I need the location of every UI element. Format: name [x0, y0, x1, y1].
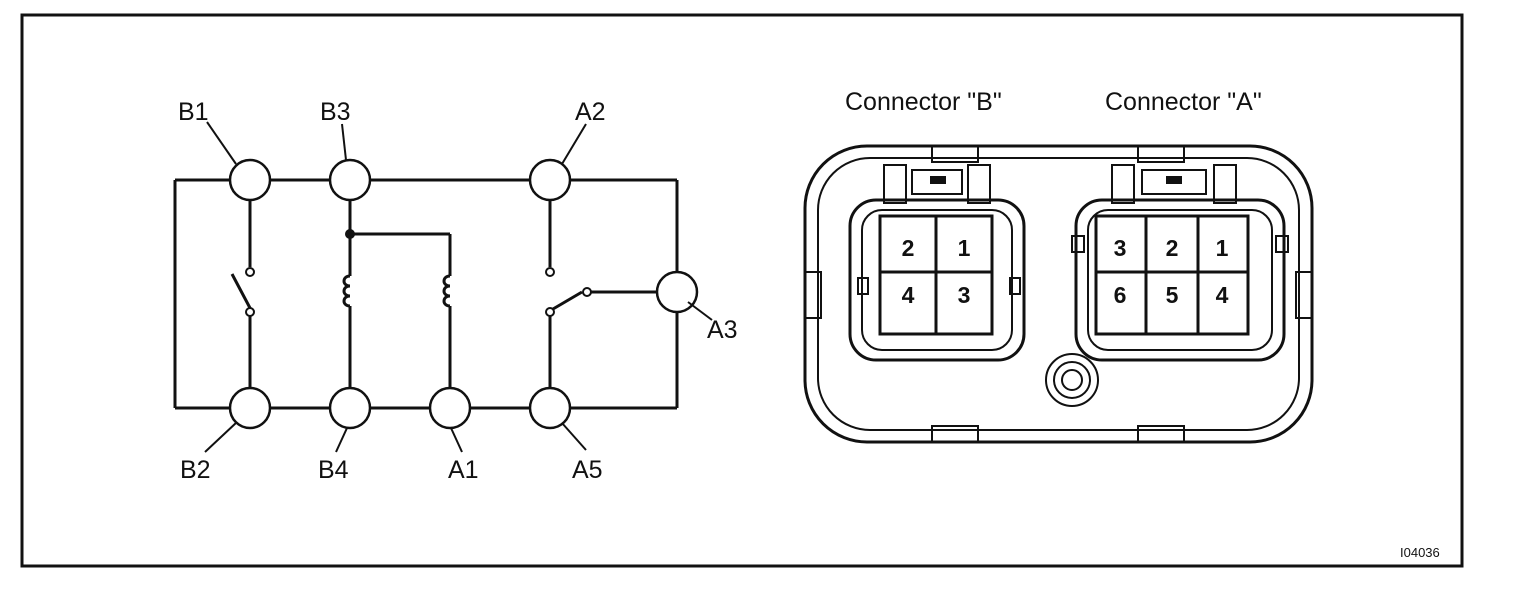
label-b3: B3 [320, 98, 351, 126]
coil-a1 [350, 232, 452, 408]
terminal-b1 [228, 158, 272, 202]
coil-b3-b4 [342, 180, 355, 408]
label-b2: B2 [180, 456, 211, 484]
connector-b-pin: 3 [958, 282, 971, 308]
label-a5: A5 [572, 456, 603, 484]
mounting-boss [1045, 353, 1099, 407]
connector-a: 3 2 1 6 5 4 [1071, 164, 1289, 362]
label-a3: A3 [707, 316, 738, 344]
terminal-a3 [655, 270, 699, 314]
leader-a2 [561, 123, 587, 165]
switch-schematic: B1 B3 A2 A3 B2 B4 A1 A5 [173, 98, 738, 484]
leader-a1 [450, 427, 463, 453]
connector-a-pin: 6 [1114, 282, 1127, 308]
switch-a2-a5-a3 [545, 180, 656, 408]
outer-frame [20, 13, 1464, 568]
terminal-b3 [328, 158, 372, 202]
switch-b1-b2 [230, 180, 255, 408]
connector-housing [803, 144, 1314, 444]
connector-a-pin: 1 [1216, 235, 1229, 261]
leader-b2 [204, 421, 238, 453]
connector-a-pin: 2 [1166, 235, 1179, 261]
leader-b1 [206, 121, 237, 165]
terminal-a5 [528, 386, 572, 430]
leader-b4 [335, 427, 348, 453]
connector-b-title: Connector "B" [845, 88, 1002, 116]
leader-a3 [687, 301, 713, 321]
connector-b-pin: 4 [902, 282, 915, 308]
label-b1: B1 [178, 98, 209, 126]
leader-a5 [561, 422, 587, 451]
connector-a-pin: 5 [1166, 282, 1179, 308]
figure-code: I04036 [1400, 545, 1440, 560]
terminal-a1 [428, 386, 472, 430]
terminal-b4 [328, 386, 372, 430]
leader-b3 [341, 123, 347, 161]
connector-a-pin: 4 [1216, 282, 1229, 308]
connector-a-title: Connector "A" [1105, 88, 1262, 116]
label-a1: A1 [448, 456, 479, 484]
label-a2: A2 [575, 98, 606, 126]
connector-b-pin: 2 [902, 235, 915, 261]
terminal-a2 [528, 158, 572, 202]
label-b4: B4 [318, 456, 349, 484]
connector-a-pin: 3 [1114, 235, 1127, 261]
connector-b: 2 1 4 3 [848, 164, 1026, 362]
connector-b-pin: 1 [958, 235, 971, 261]
terminal-b2 [228, 386, 272, 430]
